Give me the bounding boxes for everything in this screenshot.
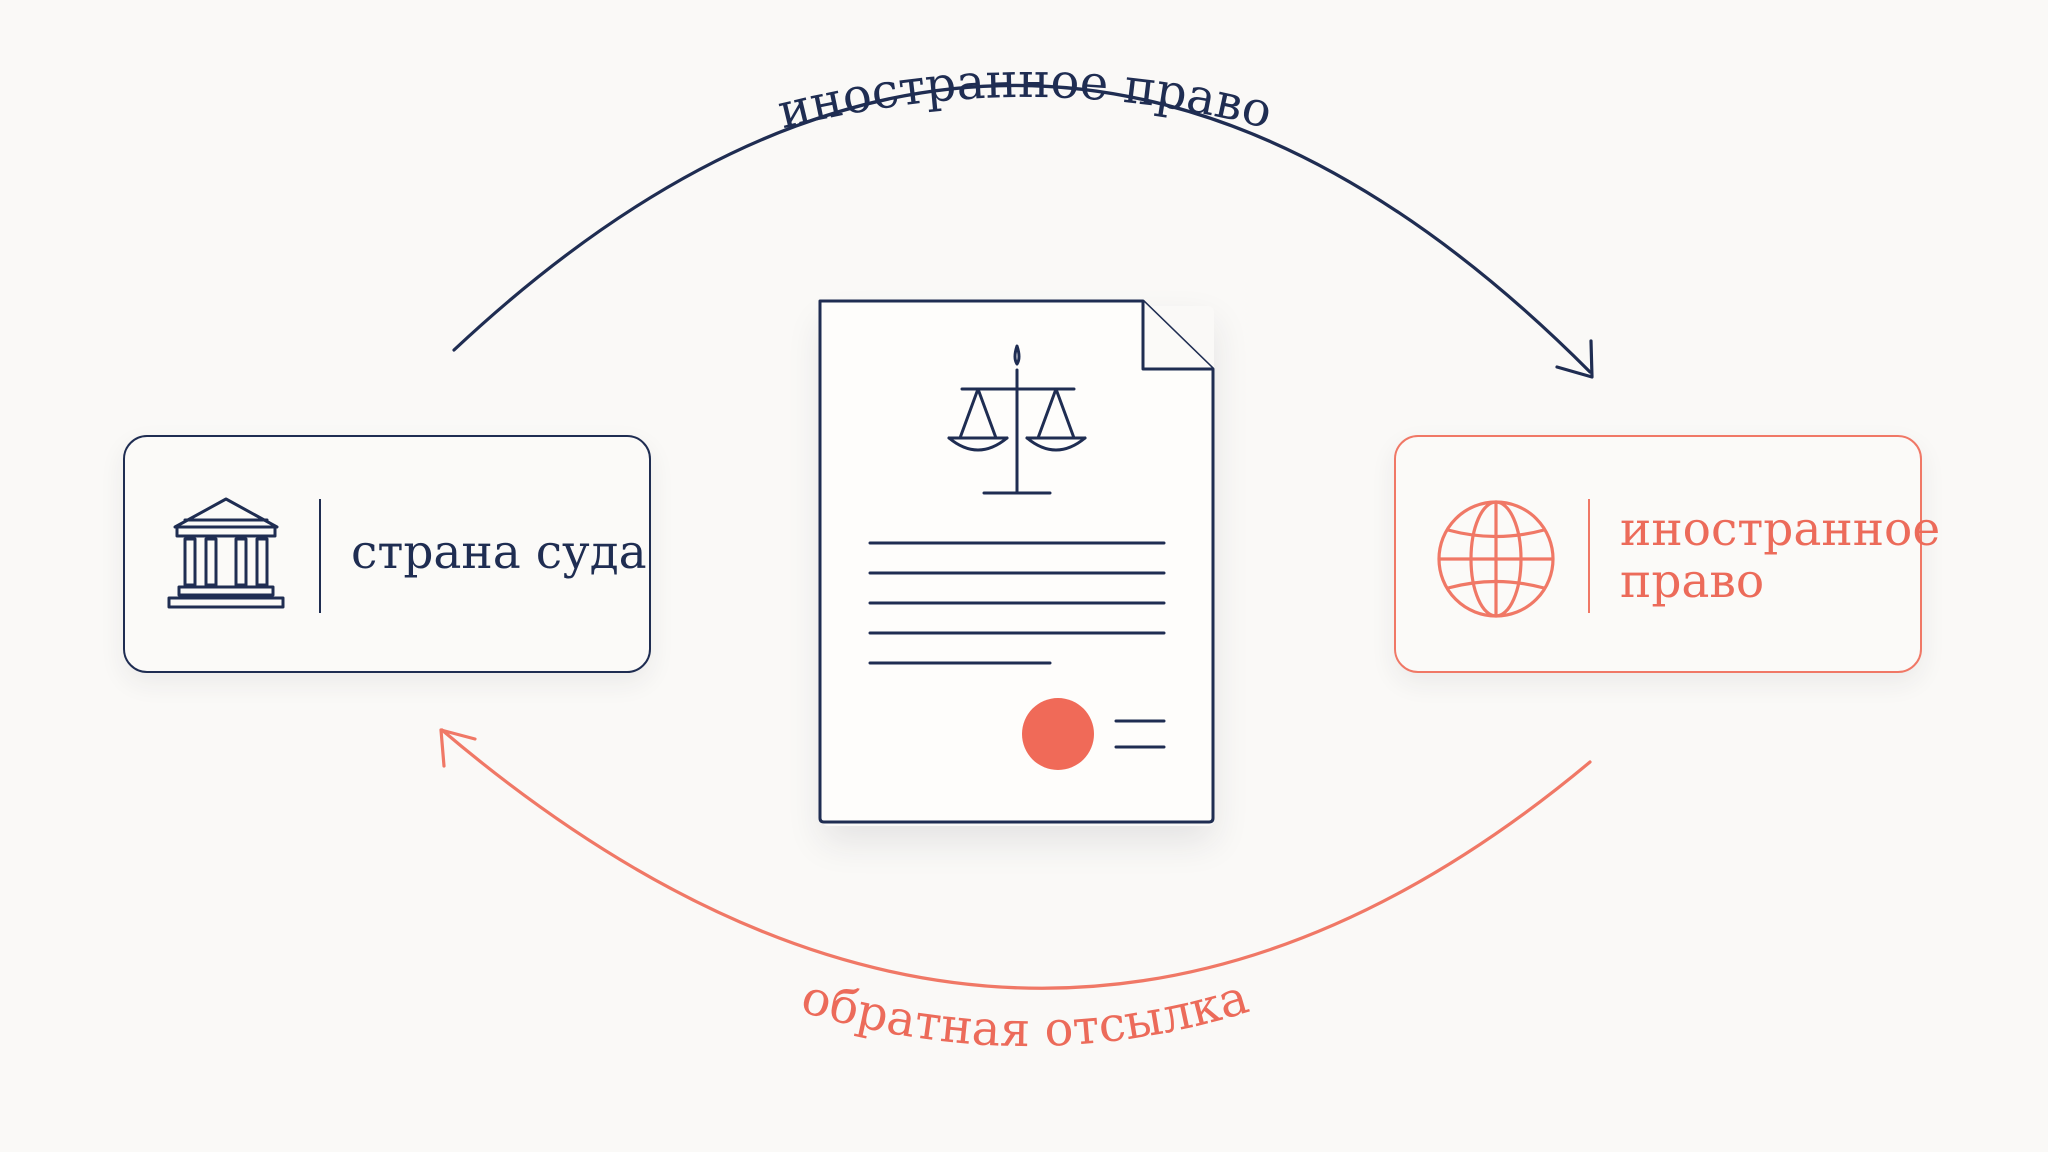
signature-lines <box>1114 719 1166 749</box>
card-divider <box>319 499 321 613</box>
foreign-law-card: иностранное право <box>1394 435 1940 673</box>
bottom-arrowhead <box>439 728 477 768</box>
scales-of-justice-icon <box>947 344 1087 495</box>
forum-country-label: страна суда <box>351 525 647 580</box>
top-arrowhead <box>1555 339 1594 379</box>
foreign-law-label: иностранное право <box>1620 502 1941 609</box>
globe-icon <box>1437 500 1555 618</box>
courthouse-icon <box>167 497 285 609</box>
top-arrow-label: иностранное право <box>773 53 1278 140</box>
bottom-arrow <box>440 728 1592 990</box>
legal-document <box>818 299 1215 824</box>
forum-country-card: страна суда <box>123 435 651 673</box>
document-folded-corner <box>1141 301 1213 371</box>
document-page <box>818 299 1215 824</box>
document-text-lines <box>868 541 1166 665</box>
top-arrow <box>452 83 1592 374</box>
bottom-arrow-label: обратная отсылка <box>795 969 1254 1059</box>
card-divider <box>1588 499 1590 613</box>
seal-icon <box>1022 698 1094 770</box>
